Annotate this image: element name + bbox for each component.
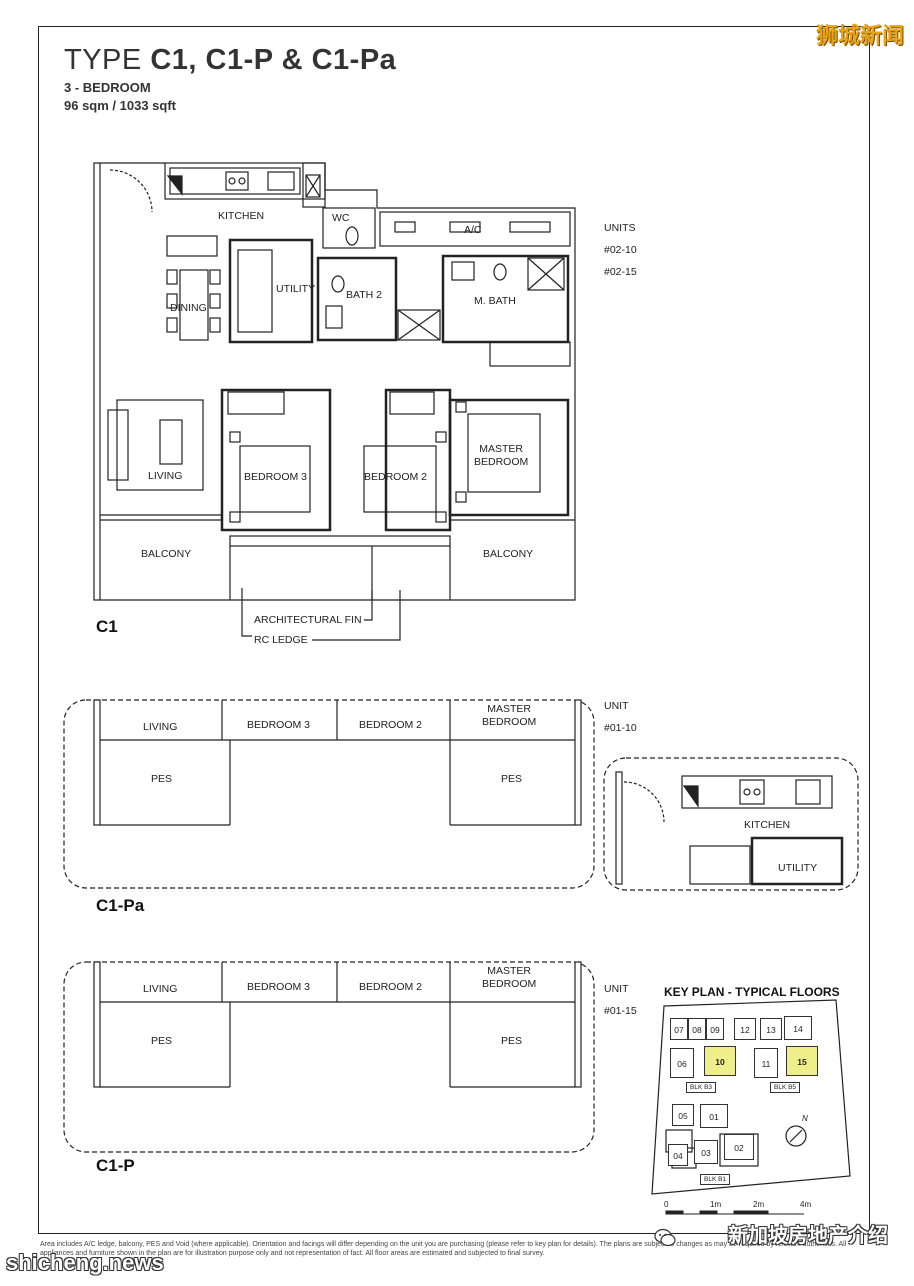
title-codes: C1, C1-P & C1-Pa <box>150 44 397 76</box>
c1pa-living-label: LIVING <box>143 721 178 733</box>
c1-master-line1: MASTER <box>479 443 524 455</box>
c1pa-inset-utility-label: UTILITY <box>778 862 818 874</box>
c1pa-plan-name: C1-Pa <box>96 896 145 915</box>
page-frame <box>38 26 870 1234</box>
watermark-bottom-right: 新加坡房地产介绍 <box>728 1225 888 1247</box>
scale-label-2m: 2m <box>753 1200 765 1209</box>
c1p-living-label: LIVING <box>143 983 178 995</box>
key-plan-unit-15: 15 <box>786 1046 818 1076</box>
c1-dining-label: DINING <box>170 302 207 314</box>
c1pa-master-line2: BEDROOM <box>482 716 537 728</box>
c1pa-bedroom3-label: BEDROOM 3 <box>247 719 311 731</box>
c1pa-unit-heading: UNIT <box>604 700 629 712</box>
key-plan-unit-11: 11 <box>754 1048 778 1078</box>
c1p-unit-heading: UNIT <box>604 983 629 995</box>
c1-utility-label: UTILITY <box>276 283 316 295</box>
title-prefix: TYPE <box>64 44 142 76</box>
c1pa-unit: #01-10 <box>604 722 637 734</box>
key-plan-unit-12: 12 <box>734 1018 756 1040</box>
key-plan-block-b1: BLK B1 <box>700 1174 731 1185</box>
key-plan-unit-01: 01 <box>700 1104 728 1128</box>
c1pa-master-line1: MASTER <box>487 703 532 715</box>
watermark-bottom-left: shicheng.news <box>6 1250 164 1275</box>
c1pa-master-bedroom-label: MASTER BEDROOM <box>482 703 536 729</box>
architectural-fin-callout: ARCHITECTURAL FIN <box>254 614 362 626</box>
c1p-bedroom3-label: BEDROOM 3 <box>247 981 311 993</box>
scale-label-0: 0 <box>664 1200 669 1209</box>
c1pa-pes-left-label: PES <box>151 773 173 785</box>
c1-living-label: LIVING <box>148 470 183 482</box>
key-plan-unit-02: 02 <box>724 1134 754 1160</box>
c1p-pes-right-label: PES <box>501 1035 523 1047</box>
c1pa-bedroom2-label: BEDROOM 2 <box>359 719 423 731</box>
disclaimer-footnote: Area includes A/C ledge, balcony, PES an… <box>40 1241 847 1257</box>
c1-unit-2: #02-15 <box>604 266 637 278</box>
c1-bedroom3-label: BEDROOM 3 <box>244 471 308 483</box>
key-plan-block-b3: BLK B3 <box>686 1082 717 1093</box>
key-plan-unit-10: 10 <box>704 1046 736 1076</box>
c1p-pes-left-label: PES <box>151 1035 173 1047</box>
key-plan-title: KEY PLAN - TYPICAL FLOORS <box>664 985 840 999</box>
c1p-master-line1: MASTER <box>487 965 532 977</box>
c1-master-bedroom-label: MASTER BEDROOM <box>474 443 528 469</box>
c1p-units-list: UNIT #01-15 <box>604 978 637 1022</box>
c1-plan-name: C1 <box>96 617 118 636</box>
key-plan-unit-05: 05 <box>672 1104 694 1126</box>
c1-units-heading: UNITS <box>604 222 636 234</box>
key-plan-unit-09: 09 <box>706 1018 724 1040</box>
c1-bedroom2-label: BEDROOM 2 <box>364 471 428 483</box>
c1p-master-bedroom-label: MASTER BEDROOM <box>482 965 536 991</box>
c1-master-line2: BEDROOM <box>474 456 529 468</box>
c1-kitchen-label: KITCHEN <box>218 210 265 222</box>
key-plan-unit-06: 06 <box>670 1048 694 1078</box>
key-plan-unit-08: 08 <box>688 1018 706 1040</box>
c1p-plan-name: C1-P <box>96 1156 135 1175</box>
c1-mbath-label: M. BATH <box>474 295 516 307</box>
north-arrow-icon: N <box>802 1114 808 1123</box>
c1-bath2-label: BATH 2 <box>346 289 382 301</box>
c1pa-units-list: UNIT #01-10 <box>604 695 637 739</box>
c1-unit-1: #02-10 <box>604 244 637 256</box>
key-plan-unit-07: 07 <box>670 1018 688 1040</box>
c1pa-inset-kitchen-label: KITCHEN <box>744 819 791 831</box>
unit-area: 96 sqm / 1033 sqft <box>64 98 176 113</box>
watermark-top-right: 狮城新闻 <box>815 23 904 48</box>
c1-balcony-left-label: BALCONY <box>141 548 192 560</box>
key-plan-unit-13: 13 <box>760 1018 782 1040</box>
c1p-master-line2: BEDROOM <box>482 978 537 990</box>
c1-wc-label: WC <box>332 212 350 224</box>
rc-ledge-callout: RC LEDGE <box>254 634 308 646</box>
c1pa-pes-right-label: PES <box>501 773 523 785</box>
key-plan-unit-03: 03 <box>694 1140 718 1164</box>
wechat-icon <box>654 1228 676 1247</box>
c1p-unit: #01-15 <box>604 1005 637 1017</box>
bedroom-count: 3 - BEDROOM <box>64 80 151 95</box>
c1-balcony-right-label: BALCONY <box>483 548 534 560</box>
c1p-bedroom2-label: BEDROOM 2 <box>359 981 423 993</box>
scale-label-1m: 1m <box>710 1200 722 1209</box>
c1-ac-label: A/C <box>464 224 482 236</box>
key-plan-unit-14: 14 <box>784 1016 812 1040</box>
key-plan-unit-04: 04 <box>668 1144 688 1166</box>
scale-label-4m: 4m <box>800 1200 812 1209</box>
c1-units-list: UNITS #02-10 #02-15 <box>604 217 637 283</box>
page-title: TYPE C1, C1-P & C1-Pa <box>64 44 396 77</box>
key-plan-block-b5: BLK B5 <box>770 1082 801 1093</box>
